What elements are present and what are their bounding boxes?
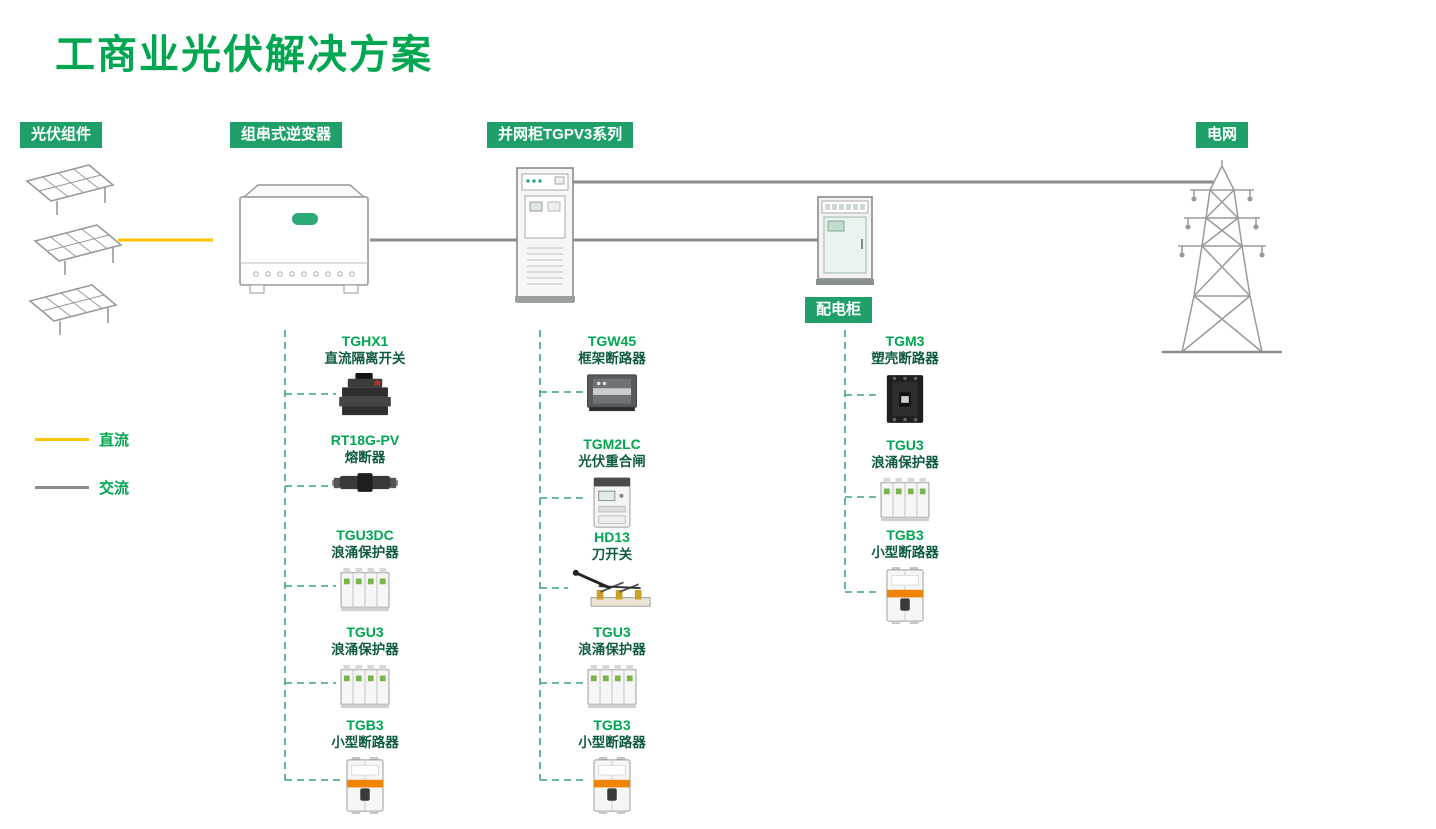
surge-protector-image	[587, 664, 637, 710]
component-type: 小型断路器	[578, 735, 646, 750]
recloser-image	[592, 476, 632, 529]
legend-dc-label: 直流	[99, 432, 130, 449]
component-tgb3-b: TGB3 小型断路器	[542, 716, 682, 819]
component-tgw45: TGW45 框架断路器	[542, 332, 682, 418]
component-model: RT18G-PV	[330, 432, 400, 448]
component-type: 小型断路器	[871, 545, 939, 560]
badge-inverter: 组串式逆变器	[230, 122, 343, 148]
legend-ac-label: 交流	[99, 480, 130, 497]
component-tgb3-a: TGB3 小型断路器	[295, 716, 435, 819]
component-type: 熔断器	[344, 450, 386, 465]
mcb-image	[592, 757, 632, 814]
mcb-image	[885, 567, 925, 624]
surge-protector-image	[340, 664, 390, 710]
component-model: TGM2LC	[583, 436, 641, 452]
badge-grid-cabinet: 并网柜TGPV3系列	[487, 122, 634, 148]
component-type: 框架断路器	[578, 351, 646, 366]
component-type: 刀开关	[591, 547, 633, 562]
distribution-cabinet-graphic	[816, 196, 874, 285]
pv-array-graphic	[26, 164, 122, 336]
dc-line-sample	[35, 438, 89, 441]
component-rt18g-pv: RT18G-PV 熔断器	[295, 431, 435, 498]
component-tgb3-c: TGB3 小型断路器	[835, 526, 975, 629]
mcb-image	[345, 757, 385, 814]
component-type: 浪涌保护器	[578, 642, 646, 657]
component-type: 小型断路器	[331, 735, 399, 750]
dc-isolator-image	[336, 373, 394, 417]
component-type: 直流隔离开关	[324, 351, 406, 366]
grid-tower-graphic	[1162, 160, 1282, 354]
component-hd13: HD13 刀开关	[542, 528, 682, 616]
component-model: TGU3	[346, 624, 384, 640]
fuse-image	[332, 472, 398, 493]
component-type: 塑壳断路器	[871, 351, 939, 366]
component-tgu3dc: TGU3DC 浪涌保护器	[295, 526, 435, 618]
component-model: HD13	[594, 529, 630, 545]
component-tgu3-a: TGU3 浪涌保护器	[295, 623, 435, 715]
component-model: TGU3	[886, 437, 924, 453]
component-tgm3: TGM3 塑壳断路器	[835, 332, 975, 430]
component-type: 光伏重合闸	[578, 454, 646, 469]
mccb-image	[883, 373, 927, 425]
component-model: TGU3	[593, 624, 631, 640]
component-type: 浪涌保护器	[331, 642, 399, 657]
component-tghx1: TGHX1 直流隔离开关	[295, 332, 435, 422]
surge-protector-image	[880, 477, 930, 523]
badge-pv-modules: 光伏组件	[20, 122, 103, 148]
component-tgm2lc: TGM2LC 光伏重合闸	[542, 435, 682, 534]
badge-grid: 电网	[1196, 122, 1249, 148]
component-model: TGU3DC	[336, 527, 394, 543]
knife-switch-image	[572, 569, 652, 611]
component-model: TGM3	[885, 333, 925, 349]
badge-dist-cabinet: 配电柜	[805, 297, 873, 323]
component-tgu3-b: TGU3 浪涌保护器	[542, 623, 682, 715]
component-type: 浪涌保护器	[871, 455, 939, 470]
component-model: TGB3	[886, 527, 924, 543]
grid-cabinet-graphic	[515, 167, 575, 303]
component-type: 浪涌保护器	[331, 545, 399, 560]
acb-image	[587, 373, 637, 413]
page-title: 工商业光伏解决方案	[55, 33, 433, 77]
inverter-graphic	[239, 184, 369, 294]
component-model: TGW45	[587, 333, 637, 349]
component-model: TGB3	[346, 717, 384, 733]
legend-dc: 直流	[35, 429, 129, 450]
legend-ac: 交流	[35, 477, 129, 498]
component-tgu3-c: TGU3 浪涌保护器	[835, 436, 975, 528]
component-model: TGHX1	[341, 333, 389, 349]
surge-protector-image	[340, 567, 390, 613]
ac-line-sample	[35, 486, 89, 489]
component-model: TGB3	[593, 717, 631, 733]
